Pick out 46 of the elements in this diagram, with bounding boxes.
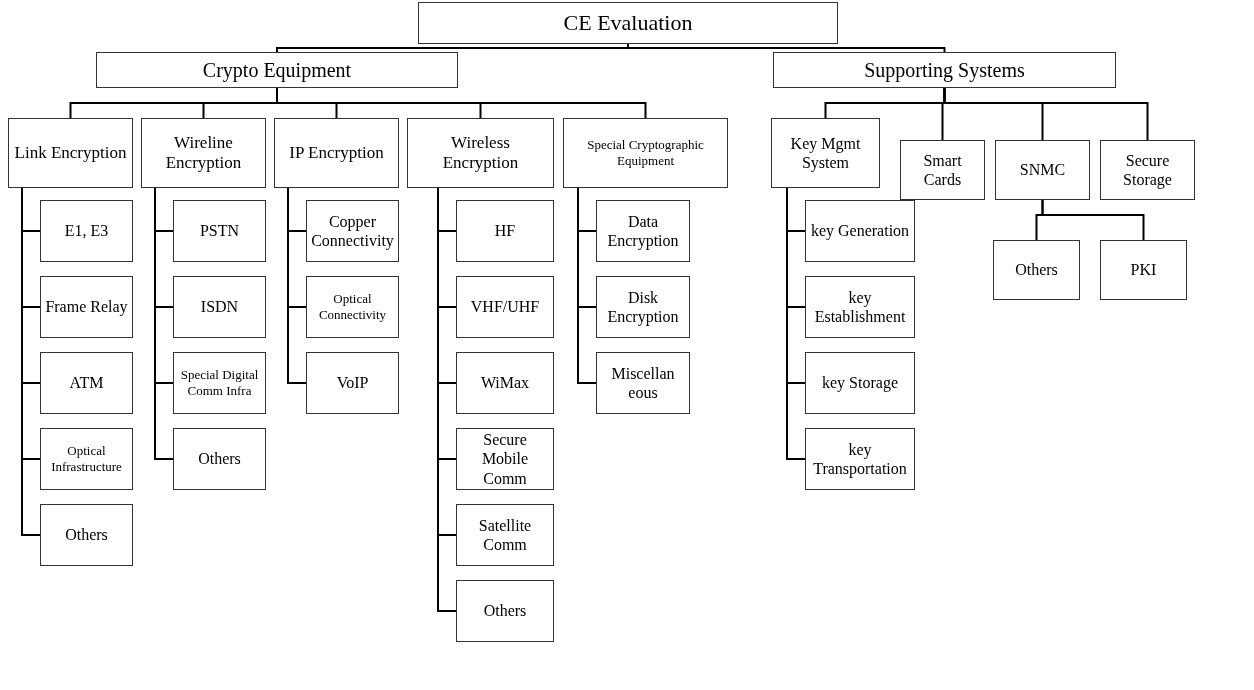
connector-line [577,187,597,384]
category-box: Data Encryption [596,200,690,262]
category-box: Wireline Encryption [141,118,266,188]
category-box: Special Digital Comm Infra [173,352,266,414]
category-box: Frame Relay [40,276,133,338]
category-box: Crypto Equipment [96,52,458,88]
category-box: VHF/UHF [456,276,554,338]
connector-line [786,187,806,460]
category-box: Others [993,240,1080,300]
category-box: CE Evaluation [418,2,838,44]
category-box: ATM [40,352,133,414]
category-box: Key Mgmt System [771,118,880,188]
category-box: Smart Cards [900,140,985,200]
category-box: IP Encryption [274,118,399,188]
category-box: Others [40,504,133,566]
category-box: PKI [1100,240,1187,300]
category-box: ISDN [173,276,266,338]
connector-line [154,187,174,460]
category-box: HF [456,200,554,262]
category-box: Optical Infrastructure [40,428,133,490]
category-box: Optical Connectivity [306,276,399,338]
category-box: Disk Encryption [596,276,690,338]
category-box: Special Cryptographic Equipment [563,118,728,188]
category-box: Link Encryption [8,118,133,188]
category-box: E1, E3 [40,200,133,262]
category-box: key Storage [805,352,915,414]
category-box: Secure Mobile Comm [456,428,554,490]
category-box: key Transportation [805,428,915,490]
category-box: Supporting Systems [773,52,1116,88]
connector-line [943,87,1149,141]
category-box: VoIP [306,352,399,414]
category-box: Others [173,428,266,490]
connector-line [1041,199,1145,241]
category-box: Wireless Encryption [407,118,554,188]
connector-line [287,187,307,384]
category-box: Copper Connectivity [306,200,399,262]
category-box: PSTN [173,200,266,262]
connector-line [21,187,41,536]
category-box: Miscellaneous [596,352,690,414]
category-box: SNMC [995,140,1090,200]
category-box: Others [456,580,554,642]
category-box: key Generation [805,200,915,262]
category-box: Satellite Comm [456,504,554,566]
category-box: key Establishment [805,276,915,338]
category-box: WiMax [456,352,554,414]
category-box: Secure Storage [1100,140,1195,200]
